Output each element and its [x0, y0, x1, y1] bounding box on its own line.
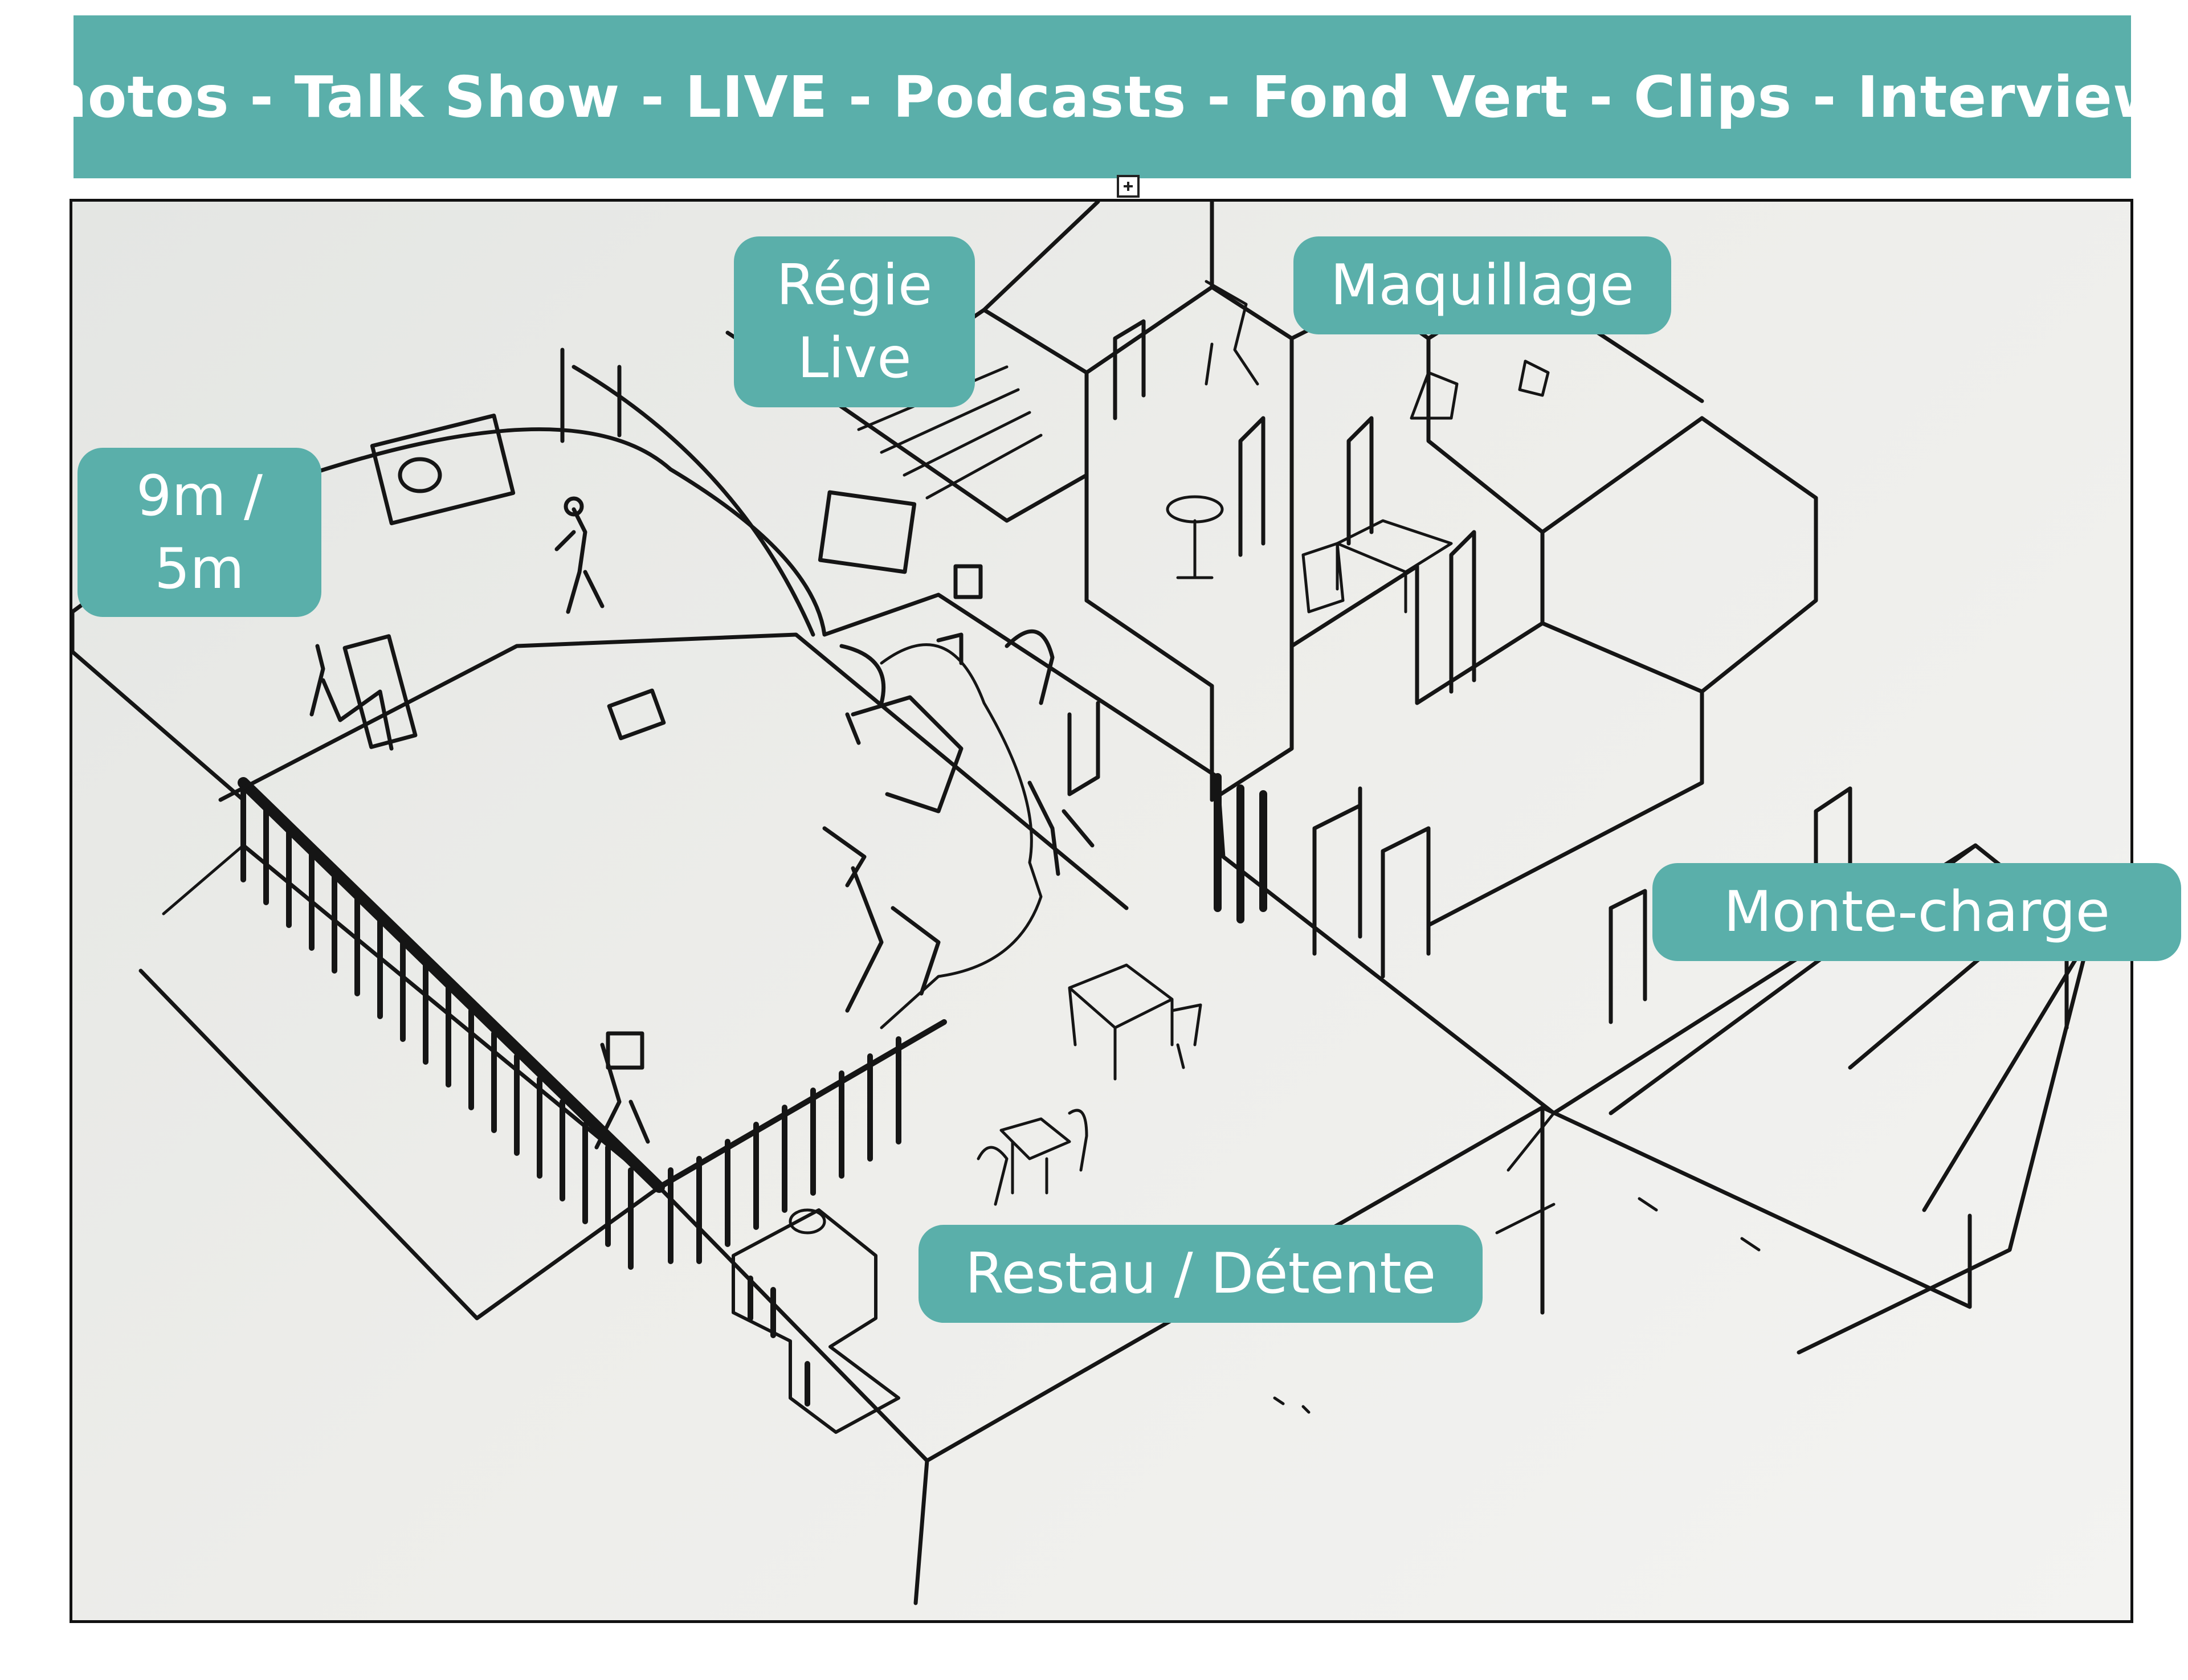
label-monte-charge: Monte-charge	[1652, 863, 2181, 961]
header-banner: Photos - Talk Show - LIVE - Podcasts - F…	[4, 15, 2188, 178]
header-title: Photos - Talk Show - LIVE - Podcasts - F…	[4, 63, 2188, 130]
label-restau-detente: Restau / Détente	[919, 1225, 1483, 1323]
label-dimensions-text: 9m / 5m	[136, 463, 263, 602]
label-dimensions: 9m / 5m	[77, 448, 321, 617]
label-regie-live: Régie Live	[734, 236, 975, 407]
label-maquillage: Maquillage	[1293, 236, 1671, 334]
label-monte-charge-text: Monte-charge	[1724, 880, 2110, 945]
label-maquillage-text: Maquillage	[1330, 253, 1635, 318]
label-restau-detente-text: Restau / Détente	[965, 1241, 1436, 1306]
label-regie-live-text: Régie Live	[776, 253, 933, 391]
move-handle-icon[interactable]	[1117, 175, 1140, 198]
